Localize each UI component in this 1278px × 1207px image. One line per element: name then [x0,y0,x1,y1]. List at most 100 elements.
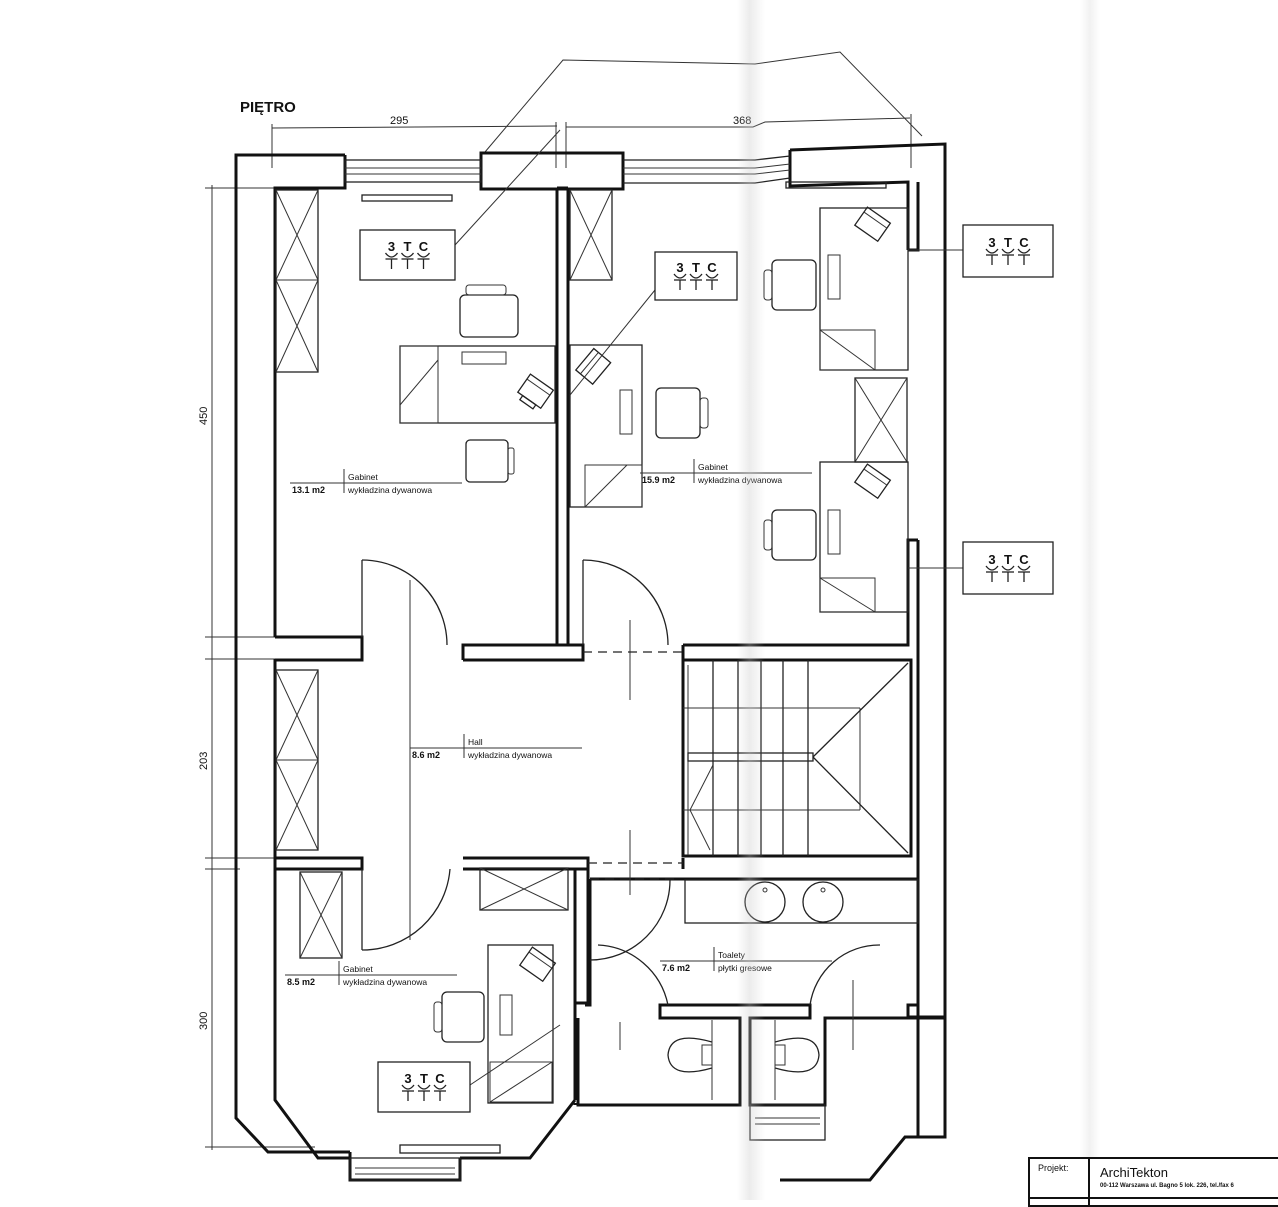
wardrobe-right [854,377,908,463]
interior-walls [275,182,945,1137]
room-floor: wykładzina dywanowa [467,750,552,760]
room-floor: wykładzina dywanowa [697,475,782,485]
chair-room-1a [459,284,519,338]
wardrobe-hall [275,669,319,851]
desk-room-1 [399,345,556,424]
socket-label: 3 [404,1071,411,1086]
wardrobe-bottom-left [299,871,343,959]
room-label: Hall 8.6 m2 wykładzina dywanowa [410,734,582,760]
chair-room-4 [433,991,485,1043]
desk-room-2-left [569,344,643,508]
socket-label: 3 [988,552,995,567]
dimension-label-368: 368 [733,115,751,127]
socket-label: 3 [988,235,995,250]
radiator-bottom [399,1144,501,1154]
socket-label: T [404,239,412,254]
room-name: Gabinet [698,462,728,472]
title-block-divider [1030,1197,1278,1199]
room-name: Gabinet [343,964,373,974]
toilet-bowl-right [774,1020,820,1100]
window-toilet [749,1104,826,1141]
chair-room-2b [763,259,817,311]
socket-label: C [1019,552,1029,567]
title-block-key-cell: Projekt: [1030,1159,1090,1205]
room-name: Gabinet [348,472,378,482]
socket-label: T [420,1071,428,1086]
socket-icon: 3 [401,1071,415,1101]
socket-label: 3 [676,260,683,275]
room-floor: płytki gresowe [718,963,772,973]
window-top-left [344,159,482,183]
staircase [683,660,909,856]
toilet-bowl-left [667,1020,713,1100]
room-area: 8.6 m2 [412,750,440,760]
socket-label: 3 [388,239,395,254]
monitor-icon [853,463,892,500]
room-name: Hall [468,737,483,747]
socket-icon: C [416,239,431,269]
room-label: Toalety 7.6 m2 płytki gresowe [660,947,832,973]
window-bottom [349,1157,461,1181]
socket-icon: C [1017,235,1031,265]
socket-icon: T [1001,235,1015,265]
room-floor: wykładzina dywanowa [347,485,432,495]
socket-icon: 3 [673,260,687,290]
monitor-icon [518,946,557,983]
socket-icon: C [1017,552,1031,582]
wardrobe-top-left [275,189,319,373]
socket-label: C [707,260,717,275]
socket-label: T [1004,235,1012,250]
socket-icon: T [689,260,703,290]
room-floor: wykładzina dywanowa [342,977,427,987]
door-room-2 [582,559,669,646]
socket-icon: T [1001,552,1015,582]
dimension-top-right: 368 [565,114,912,168]
chair-room-2c [763,509,817,561]
radiator-top-right [785,181,887,189]
cabinet-hall-lower [479,867,569,911]
plan-title: PIĘTRO [240,99,296,116]
wardrobe-top-middle [569,189,613,281]
socket-icon: C [433,1071,447,1101]
socket-label: T [1004,552,1012,567]
desk-room-2-right-bottom [819,461,909,613]
room-area: 8.5 m2 [287,977,315,987]
socket-icon: 3 [985,552,999,582]
title-block: Projekt: ArchiTekton 00-112 Warszawa ul.… [1028,1157,1278,1207]
company-address: 00-112 Warszawa ul. Bagno 5 lok. 226, te… [1100,1183,1234,1189]
socket-icon: T [417,1071,431,1101]
socket-icon: T [400,239,415,269]
sink-counter [684,879,919,924]
door-toilet-entry [589,879,671,1006]
dimension-label-295: 295 [390,115,408,127]
room-area: 13.1 m2 [292,485,325,495]
socket-label: T [692,260,700,275]
chair-room-1b [465,439,515,483]
socket-icon: 3 [384,239,399,269]
bay-outline [484,51,923,153]
dimension-top-left: 295 [271,115,558,168]
room-name: Toalety [718,950,746,960]
room-label: Gabinet 13.1 m2 wykładzina dywanowa [290,469,462,495]
desk-room-2-right-top [819,206,909,371]
title-block-key: Projekt: [1038,1163,1069,1173]
monitor-icon [853,206,892,243]
socket-label: C [419,239,429,254]
company-name: ArchiTekton [1100,1165,1168,1180]
room-area: 7.6 m2 [662,963,690,973]
door-room-4 [361,868,451,951]
socket-label: C [1019,235,1029,250]
socket-label: C [435,1071,445,1086]
desk-room-4 [487,944,557,1104]
socket-icon: C [705,260,719,290]
socket-icon: 3 [985,235,999,265]
dimension-label-203: 203 [198,752,210,770]
chair-room-2a [655,387,709,439]
